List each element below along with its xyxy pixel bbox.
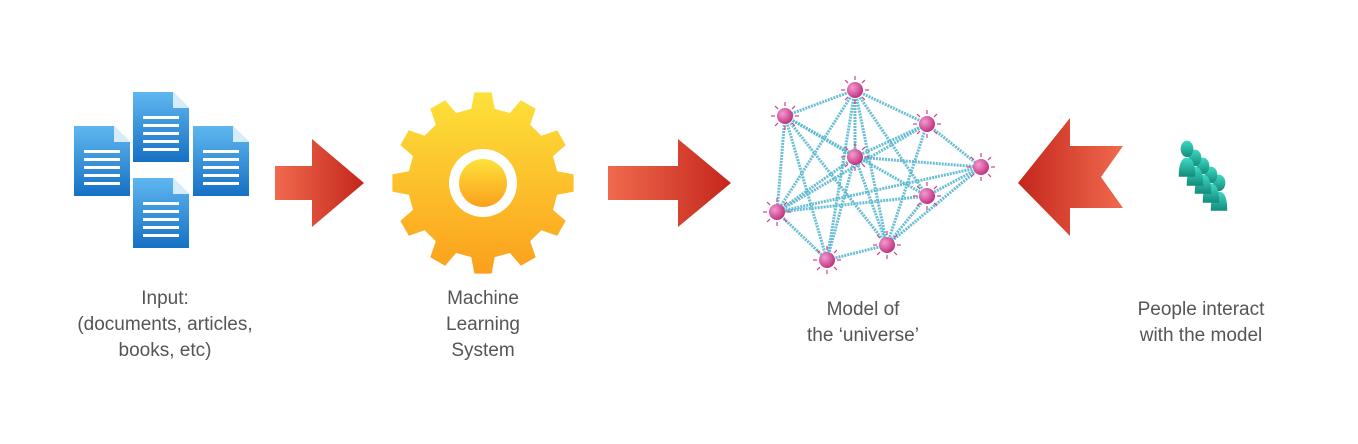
network-edge xyxy=(776,122,928,214)
caption-line: with the model xyxy=(1139,325,1263,346)
document-icon xyxy=(193,126,249,196)
caption-line: Model of xyxy=(826,299,900,320)
arrow-right-icon xyxy=(275,139,364,227)
caption-line: People interact xyxy=(1137,299,1265,320)
ml-system-caption: Machine Learning System xyxy=(383,286,583,364)
network-edge xyxy=(776,155,856,214)
caption-line: Machine xyxy=(447,288,519,309)
network-edge xyxy=(783,115,829,261)
network-node xyxy=(967,153,995,181)
network-node xyxy=(913,182,941,210)
network-edge xyxy=(886,165,982,247)
network-edge xyxy=(775,115,787,213)
network-edge xyxy=(825,89,857,261)
network-edge xyxy=(853,89,929,197)
people-caption: People interact with the model xyxy=(1091,297,1311,349)
caption-line: Input: xyxy=(141,288,189,309)
network-edge xyxy=(825,156,857,261)
network-edge xyxy=(783,115,889,246)
network-node xyxy=(913,110,941,138)
arrow-right-icon xyxy=(608,139,731,227)
arrow-left-icon xyxy=(1018,118,1123,236)
network-edge xyxy=(853,89,889,246)
network-node xyxy=(813,246,841,274)
network-edge xyxy=(854,155,982,169)
model-caption: Model of the ‘universe’ xyxy=(763,297,963,349)
caption-line: (documents, articles, xyxy=(77,314,253,335)
network-node xyxy=(763,198,791,226)
caption-line: System xyxy=(451,340,515,361)
documents-icon xyxy=(74,92,249,248)
network-edge xyxy=(776,194,928,214)
network-edge xyxy=(926,122,982,169)
network-edge xyxy=(826,243,888,262)
network-node xyxy=(841,143,869,171)
network-edge xyxy=(776,165,982,214)
document-icon xyxy=(74,126,130,196)
caption-line: the ‘universe’ xyxy=(807,325,919,346)
caption-line: books, etc) xyxy=(118,340,212,361)
document-icon xyxy=(133,92,189,162)
network-edge xyxy=(775,89,857,213)
network-graph-icon xyxy=(763,76,995,274)
gear-icon xyxy=(392,92,574,274)
network-node xyxy=(873,231,901,259)
network-edge xyxy=(926,165,982,198)
network-node xyxy=(771,102,799,130)
input-caption: Input: (documents, articles, books, etc) xyxy=(40,286,290,364)
network-edge xyxy=(885,195,929,246)
network-node xyxy=(841,76,869,104)
network-edge xyxy=(853,156,889,246)
network-edge xyxy=(784,88,856,118)
network-edge xyxy=(854,88,928,126)
document-icon xyxy=(133,178,189,248)
people-icon xyxy=(1178,140,1228,211)
caption-line: Learning xyxy=(446,314,520,335)
